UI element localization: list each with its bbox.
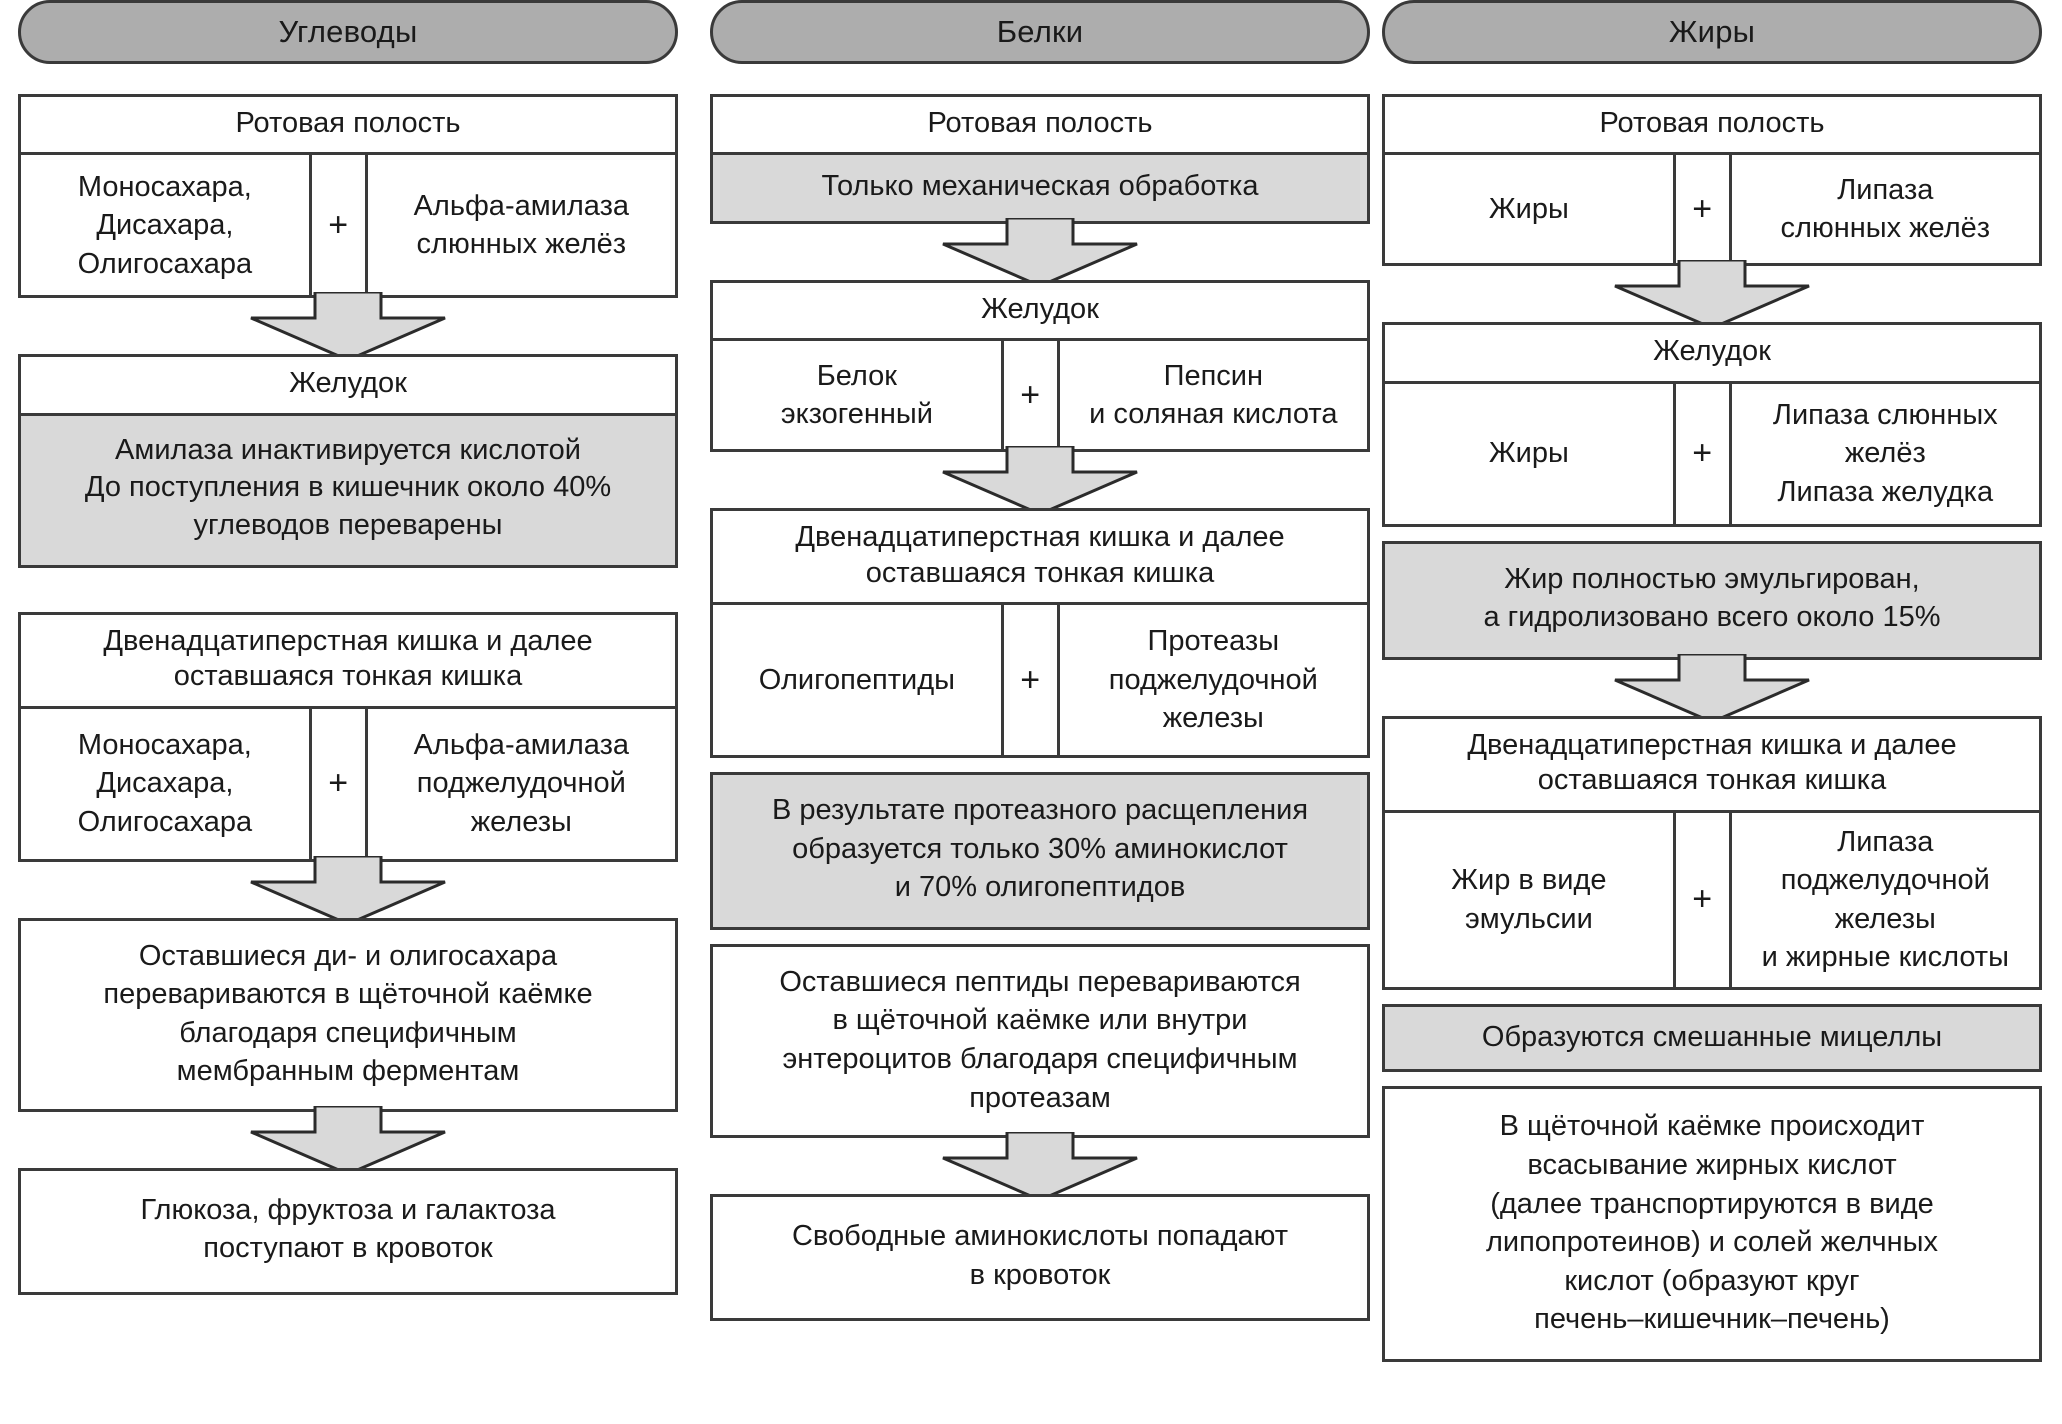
carbs-arrow-1	[18, 292, 678, 363]
carbs-mouth-header: Ротовая полость	[21, 97, 675, 156]
plus-sign: +	[308, 155, 368, 296]
proteins-mouth-note: Только механическая обработка	[713, 155, 1367, 222]
plus-sign: +	[1672, 812, 1732, 987]
plus-sign: +	[1672, 383, 1732, 524]
carbs-mouth-substrate: Моносахара,Дисахара,Олигосахара	[77, 170, 253, 280]
fats-micelles-note: Образуются смешанные мицеллы	[1481, 1020, 1943, 1053]
carbs-intestine-reaction: Моносахара,Дисахара,Олигосахара + Альфа-…	[21, 708, 675, 859]
carbs-mouth-box: Ротовая полость Моносахара,Дисахара,Олиг…	[18, 94, 678, 299]
down-block-arrow-icon	[931, 446, 1149, 517]
column-title-label: Белки	[996, 14, 1084, 49]
proteins-arrow-2	[710, 446, 1370, 517]
column-title-proteins: Белки	[710, 0, 1370, 64]
proteins-mouth-box: Ротовая полость Только механическая обра…	[710, 94, 1370, 225]
proteins-intestine-substrate: Олигопептиды	[758, 663, 955, 696]
down-block-arrow-icon	[1603, 260, 1821, 331]
plus-sign: +	[1000, 605, 1060, 756]
down-block-arrow-icon	[931, 1132, 1149, 1202]
fats-stomach-substrate: Жиры	[1488, 437, 1569, 470]
proteins-arrow-1	[710, 218, 1370, 288]
carbs-arrow-3	[18, 1105, 678, 1176]
fats-mouth-header: Ротовая полость	[1385, 97, 2039, 156]
column-proteins: Белки Ротовая полость Только механическа…	[710, 0, 1370, 1322]
column-title-label: Углеводы	[278, 14, 418, 49]
fats-stomach-header: Желудок	[1385, 325, 2039, 384]
column-title-fats: Жиры	[1382, 0, 2042, 64]
fats-mouth-substrate: Жиры	[1488, 193, 1569, 226]
fats-micelles-box: Образуются смешанные мицеллы	[1382, 1003, 2042, 1073]
down-block-arrow-icon	[931, 218, 1149, 288]
proteins-mouth-header: Ротовая полость	[713, 97, 1367, 156]
down-block-arrow-icon	[1603, 653, 1821, 724]
fats-stomach-note: Жир полностью эмульгирован,а гидролизова…	[1483, 562, 1941, 634]
plus-sign: +	[308, 708, 368, 859]
down-block-arrow-icon	[239, 1105, 457, 1176]
carbs-mouth-reaction: Моносахара,Дисахара,Олигосахара + Альфа-…	[21, 155, 675, 296]
down-block-arrow-icon	[239, 292, 457, 363]
proteins-arrow-3	[710, 1132, 1370, 1202]
carbs-arrow-2	[18, 855, 678, 926]
column-title-carbohydrates: Углеводы	[18, 0, 678, 64]
down-block-arrow-icon	[239, 855, 457, 926]
fats-arrow-2	[1382, 653, 2042, 724]
column-title-label: Жиры	[1668, 14, 1756, 49]
carbs-intestine-substrate: Моносахара,Дисахара,Олигосахара	[77, 728, 253, 838]
carbs-stomach-header: Желудок	[21, 357, 675, 416]
fats-stomach-note-box: Жир полностью эмульгирован,а гидролизова…	[1382, 540, 2042, 660]
plus-sign: +	[1000, 341, 1060, 450]
fats-arrow-1	[1382, 260, 2042, 331]
column-carbohydrates: Углеводы Ротовая полость Моносахара,Диса…	[18, 0, 678, 1295]
plus-sign: +	[1672, 155, 1732, 264]
proteins-stomach-header: Желудок	[713, 283, 1367, 342]
